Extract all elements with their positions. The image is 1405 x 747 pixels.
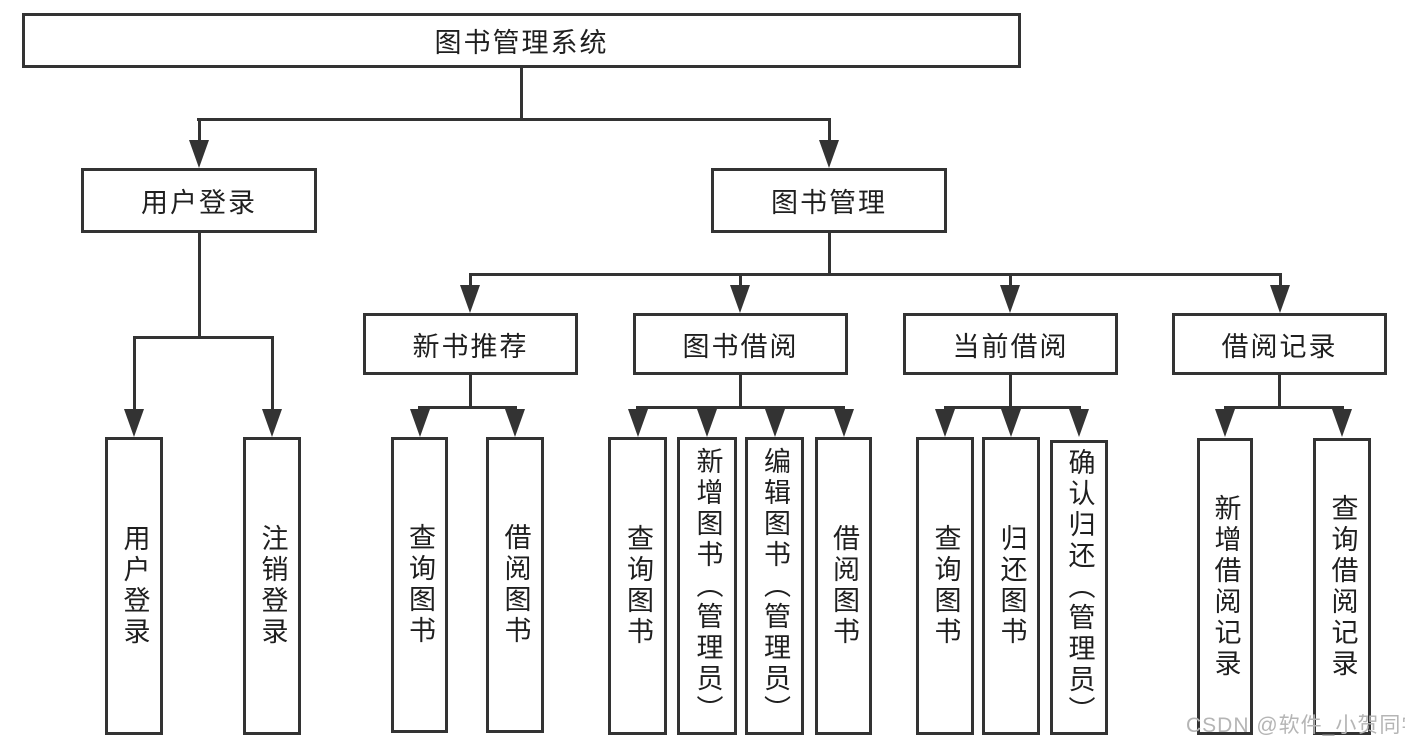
edge-book-mgmt-stub — [827, 233, 831, 273]
arrow-down-icon — [409, 409, 430, 437]
edge-nb-stub — [469, 375, 472, 406]
edge-to-logout — [262, 336, 282, 437]
node-bb-edit-books-admin: 编辑图书（管理员） — [745, 437, 804, 735]
watermark: CSDN @软件_小贺同学 — [1186, 714, 1405, 737]
edge-nb-hline — [418, 406, 516, 409]
edge-to-nb-query — [409, 406, 430, 437]
edge-to-bb-query — [627, 406, 648, 437]
node-new-book-recommend: 新书推荐 — [363, 313, 578, 375]
node-label: 用户登录 — [141, 188, 257, 218]
arrow-down-icon — [833, 409, 854, 437]
node-bb-query-books: 查询图书 — [608, 437, 667, 735]
node-label: 确认归还（管理员） — [1064, 448, 1095, 727]
node-book-borrowing: 图书借阅 — [633, 313, 848, 375]
edge-user-login-stub — [197, 233, 201, 336]
edge-to-nb-borrow — [505, 406, 525, 437]
arrow-down-icon — [124, 409, 144, 437]
node-label: 查询借阅记录 — [1327, 493, 1358, 680]
node-label: 新增图书（管理员） — [692, 446, 723, 726]
node-cb-confirm-return-admin: 确认归还（管理员） — [1050, 440, 1108, 735]
node-user-login: 用户登录 — [81, 168, 317, 233]
node-br-add-record: 新增借阅记录 — [1197, 438, 1253, 735]
node-logout: 注销登录 — [243, 437, 301, 735]
node-label: 归还图书 — [996, 524, 1027, 648]
node-label: 用户登录 — [119, 524, 150, 648]
node-label: 图书管理系统 — [434, 28, 609, 58]
edge-to-bb-edit — [764, 406, 785, 437]
node-label: 注销登录 — [257, 524, 288, 648]
edge-book-mgmt-hline — [468, 273, 1282, 276]
arrow-down-icon — [764, 409, 785, 437]
node-book-management: 图书管理 — [711, 168, 947, 233]
edge-to-cb-return — [1001, 406, 1021, 437]
edge-to-bb-borrow — [833, 406, 854, 437]
arrow-down-icon — [1270, 285, 1290, 313]
arrow-down-icon — [505, 409, 525, 437]
node-bb-borrow-books: 借阅图书 — [815, 437, 872, 735]
edge-to-current-borrowing — [1000, 273, 1020, 313]
node-label: 当前借阅 — [952, 331, 1069, 362]
node-nb-query-books: 查询图书 — [391, 437, 448, 733]
node-label: 新增借阅记录 — [1210, 493, 1241, 680]
edge-bb-stub — [739, 375, 742, 406]
edge-br-hline — [1223, 406, 1344, 409]
edge-to-cb-confirm — [1069, 406, 1089, 437]
node-user-login-leaf: 用户登录 — [105, 437, 163, 735]
arrow-down-icon — [1069, 409, 1089, 437]
node-label: 借阅记录 — [1221, 331, 1338, 362]
arrow-down-icon — [262, 409, 282, 437]
node-bb-add-books-admin: 新增图书（管理员） — [677, 437, 737, 735]
node-label: 借阅图书 — [829, 524, 859, 648]
node-cb-return-books: 归还图书 — [982, 437, 1040, 735]
edge-cb-stub — [1009, 375, 1012, 406]
node-label: 新书推荐 — [412, 331, 529, 362]
edge-root-to-user-login — [189, 118, 209, 168]
edge-bb-hline — [636, 406, 845, 409]
arrow-down-icon — [460, 285, 480, 313]
arrow-down-icon — [819, 140, 839, 168]
arrow-down-icon — [935, 409, 955, 437]
node-label: 查询图书 — [930, 524, 961, 648]
node-label: 查询图书 — [405, 523, 435, 647]
node-label: 查询图书 — [623, 524, 653, 648]
node-current-borrowing: 当前借阅 — [903, 313, 1118, 375]
node-nb-borrow-books: 借阅图书 — [486, 437, 544, 733]
edge-user-login-hline — [132, 336, 274, 339]
arrow-down-icon — [1000, 285, 1020, 313]
arrow-down-icon — [627, 409, 648, 437]
edge-to-cb-query — [935, 406, 955, 437]
arrow-down-icon — [1001, 409, 1021, 437]
edge-to-bb-add — [697, 406, 717, 437]
node-br-query-record: 查询借阅记录 — [1313, 438, 1371, 735]
arrow-down-icon — [1332, 409, 1352, 437]
edge-root-hline — [197, 118, 830, 121]
node-library-system: 图书管理系统 — [22, 13, 1021, 68]
node-label: 图书管理 — [771, 188, 887, 218]
node-label: 借阅图书 — [500, 523, 531, 647]
edge-to-br-add — [1215, 406, 1235, 437]
edge-to-br-query — [1332, 406, 1352, 437]
edge-to-new-book-recommend — [460, 273, 480, 313]
edge-root-to-book-management — [819, 118, 839, 168]
edge-to-book-borrowing — [730, 273, 750, 313]
edge-to-user-login-leaf — [124, 336, 144, 437]
edge-br-stub — [1278, 375, 1281, 406]
node-label: 编辑图书（管理员） — [760, 446, 790, 726]
arrow-down-icon — [189, 140, 209, 168]
node-borrow-records: 借阅记录 — [1172, 313, 1387, 375]
node-label: 图书借阅 — [682, 331, 799, 362]
arrow-down-icon — [730, 285, 750, 313]
arrow-down-icon — [1215, 409, 1235, 437]
edge-to-borrow-records — [1270, 273, 1290, 313]
edge-root-stub — [520, 67, 523, 118]
node-cb-query-books: 查询图书 — [916, 437, 974, 735]
arrow-down-icon — [697, 409, 717, 437]
